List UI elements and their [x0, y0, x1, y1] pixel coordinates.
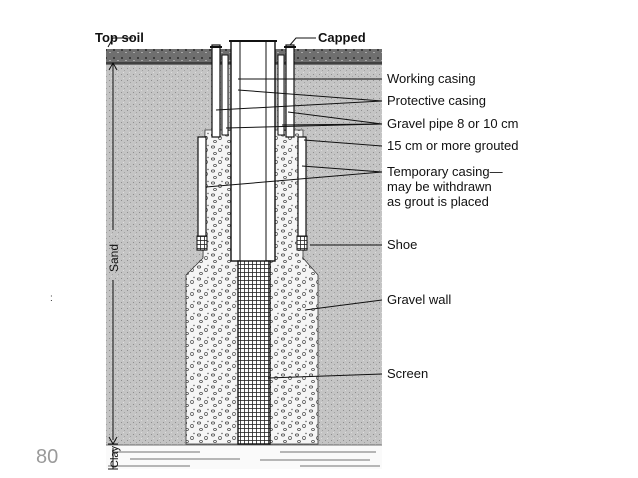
label-grouted: 15 cm or more grouted [387, 138, 519, 153]
leader-lines [107, 37, 383, 379]
label-protective-casing: Protective casing [387, 93, 486, 108]
label-screen: Screen [387, 366, 428, 381]
label-gravel-pipe: Gravel pipe 8 or 10 cm [387, 116, 519, 131]
label-sand: Sand [107, 244, 121, 272]
side-mark: : [50, 293, 53, 304]
label-working-casing: Working casing [387, 71, 476, 86]
shoe-left [196, 235, 208, 251]
label-shoe: Shoe [387, 237, 417, 252]
label-temporary-casing-3: as grout is placed [387, 194, 489, 209]
label-temporary-casing-2: may be withdrawn [387, 179, 492, 194]
page-number: 80 [36, 446, 59, 468]
label-clay: Clay [109, 445, 121, 468]
gravel-pipe-left [221, 54, 229, 136]
protective-casing-left [211, 44, 221, 138]
temporary-casing-left [197, 136, 207, 251]
label-temporary-casing-1: Temporary casing— [387, 164, 503, 179]
well-screen [237, 260, 271, 445]
clay-layer [106, 445, 382, 469]
dimension-line [108, 61, 118, 470]
shoe-right [296, 235, 308, 251]
gravel-pipe-right [277, 54, 285, 136]
protective-casing-right [285, 44, 295, 138]
temporary-casing-right [297, 136, 307, 251]
label-capped: Capped [318, 30, 366, 45]
label-top-soil: Top soil [95, 30, 144, 45]
label-gravel-wall: Gravel wall [387, 292, 451, 307]
